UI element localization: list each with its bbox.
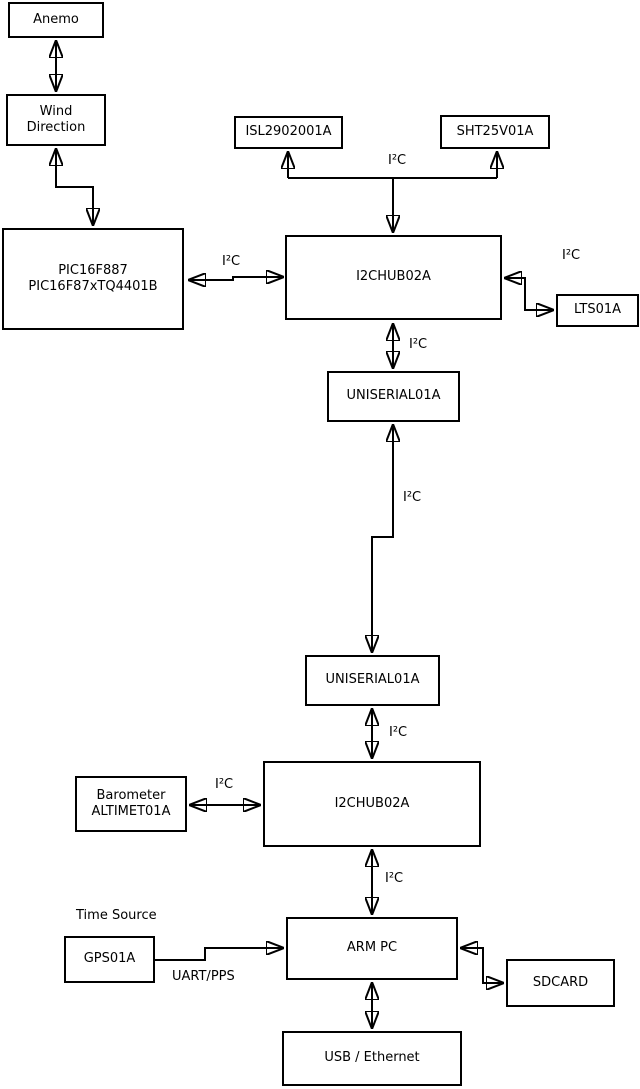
node-uniserial01a-2: UNISERIAL01A xyxy=(305,655,440,706)
wire-gps-armpc xyxy=(155,948,283,961)
node-isl2902001a: ISL2902001A xyxy=(234,116,343,149)
node-usb-ethernet: USB / Ethernet xyxy=(282,1031,462,1086)
node-anemo: Anemo xyxy=(8,2,104,38)
wire-uniserial1-uniserial2 xyxy=(372,425,393,652)
edge-label-i2c-uniserial-link: I²C xyxy=(403,490,422,505)
node-barometer-altimet01a: Barometer ALTIMET01A xyxy=(75,776,187,832)
wire-pic-hub1 xyxy=(189,277,283,280)
time-source-label: Time Source xyxy=(76,908,157,923)
node-i2chub02a-1: I2CHUB02A xyxy=(285,235,502,320)
edge-label-i2c-hub2-armpc: I²C xyxy=(385,871,404,886)
node-lts01a: LTS01A xyxy=(556,294,639,327)
edge-label-i2c-barometer-hub2: I²C xyxy=(215,777,234,792)
edge-label-i2c-uniserial2-hub2: I²C xyxy=(389,725,408,740)
edge-label-i2c-pic-hub1: I²C xyxy=(222,254,241,269)
edge-label-uart-pps: UART/PPS xyxy=(172,969,235,984)
node-arm-pc: ARM PC xyxy=(286,917,458,980)
edge-label-i2c-hub1-uniserial1: I²C xyxy=(409,337,428,352)
edge-label-i2c-hub1-sensors: I²C xyxy=(388,153,407,168)
node-pic16f887: PIC16F887 PIC16F87xTQ4401B xyxy=(2,228,184,330)
node-gps01a: GPS01A xyxy=(64,936,155,983)
node-i2chub02a-2: I2CHUB02A xyxy=(263,761,481,847)
wire-wind-pic xyxy=(56,149,93,225)
node-uniserial01a-1: UNISERIAL01A xyxy=(327,371,460,422)
edge-label-i2c-hub1-lts: I²C xyxy=(562,248,581,263)
wire-hub1-lts xyxy=(505,278,553,310)
node-sht25v01a: SHT25V01A xyxy=(440,115,550,149)
wire-armpc-sdcard xyxy=(461,948,503,983)
node-sdcard: SDCARD xyxy=(506,959,615,1007)
node-wind-direction: Wind Direction xyxy=(6,94,106,146)
